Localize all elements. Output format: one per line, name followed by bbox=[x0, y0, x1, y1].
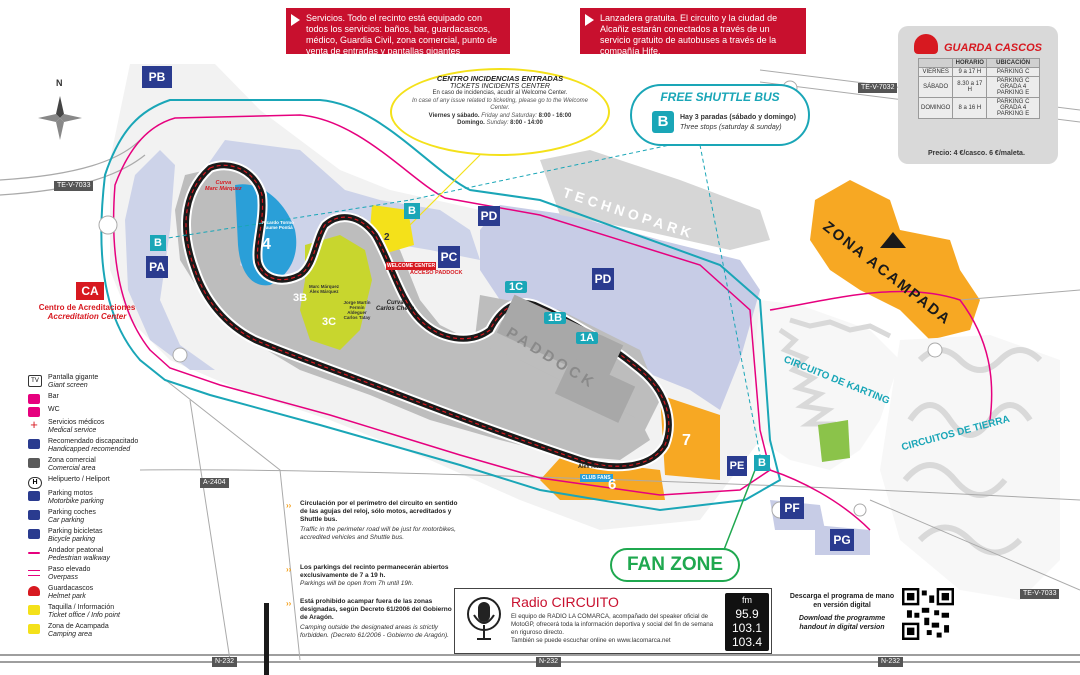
shuttle-free-note: Lanzadera gratuita. El circuito y la ciu… bbox=[580, 8, 806, 56]
moto-icon bbox=[28, 491, 40, 501]
services-note: Servicios. Todo el recinto está equipado… bbox=[286, 8, 510, 56]
radio-title: Radio CIRCUITO bbox=[511, 594, 619, 610]
radio-online: También se puede escuchar online en www.… bbox=[511, 637, 671, 644]
grada-4-names: Ricardo Tormo Jaume Pontiá bbox=[262, 220, 294, 230]
radio-description: El equipo de RADIO LA COMARCA, acompañad… bbox=[511, 613, 714, 636]
road-te-v-7033-east: TE-V-7033 bbox=[1020, 589, 1060, 599]
accreditation-center-badge: CA bbox=[76, 282, 104, 300]
grada-2: 2 bbox=[384, 232, 390, 243]
ticket-icon bbox=[28, 605, 40, 615]
parking-g: PG bbox=[830, 529, 854, 551]
heliport-icon: H bbox=[28, 477, 42, 489]
commercial-icon bbox=[28, 458, 40, 468]
shuttle-stop-north: B bbox=[404, 203, 420, 219]
camping-icon bbox=[28, 624, 40, 634]
bike-icon bbox=[28, 529, 40, 539]
radio-circuito-box: Radio CIRCUITO El equipo de RADIO LA COM… bbox=[454, 588, 772, 654]
parking-d-south: PD bbox=[592, 268, 614, 290]
grada-4: 4 bbox=[262, 236, 271, 253]
road-n-232-center: N-232 bbox=[536, 657, 562, 667]
helmet-icon bbox=[914, 34, 938, 54]
parking-d-north: PD bbox=[478, 206, 500, 226]
road-n-232-west: N-232 bbox=[212, 657, 238, 667]
parking-b: PB bbox=[142, 66, 172, 88]
program-download: Descarga el programa de mano en versión … bbox=[789, 593, 895, 631]
wc-icon bbox=[28, 407, 40, 417]
alex-rins-label: Álex Rins bbox=[578, 464, 604, 470]
chevron-right-icon: ›› bbox=[286, 599, 292, 608]
marquez-curve-label: Curva Marc Márquez bbox=[205, 180, 242, 192]
grada-3b-names: Marc Márquez Álex Márquez bbox=[308, 284, 339, 294]
giant-screen-icon: TV bbox=[28, 375, 42, 387]
free-shuttle-bus-box: FREE SHUTTLE BUS B Hay 3 paradas (sábado… bbox=[630, 84, 810, 146]
arrow-right-icon bbox=[585, 14, 594, 26]
accessible-icon bbox=[28, 439, 40, 449]
welcome-center-label: WELCOME CENTER bbox=[386, 262, 437, 270]
legend-item: Bar bbox=[28, 393, 178, 411]
bar-icon bbox=[28, 394, 40, 404]
parking-e: PE bbox=[727, 456, 747, 476]
helmet-park-title: GUARDA CASCOS bbox=[944, 42, 1042, 54]
road-te-v-7032: TE-V-7032 bbox=[858, 83, 898, 93]
grada-3c: 3C bbox=[322, 316, 337, 328]
overpass-icon bbox=[28, 570, 40, 576]
microphone-icon bbox=[467, 597, 501, 640]
grada-6: 6 bbox=[608, 476, 617, 493]
grada-3b: 3B bbox=[293, 292, 308, 304]
fm-frequencies: fm 95.9 103.1 103.4 bbox=[725, 593, 769, 651]
car-icon bbox=[28, 510, 40, 520]
shuttle-stop-icon: B bbox=[652, 111, 674, 133]
grada-3c-names: Jorge Martín Fermín Aldeguer Carlos Tata… bbox=[343, 300, 371, 320]
incidents-subtitle: TICKETS INCIDENTS CENTER bbox=[450, 83, 550, 90]
checa-curve-label: Curva Carlos Checa bbox=[376, 300, 415, 312]
shuttle-title: FREE SHUTTLE BUS bbox=[660, 90, 780, 104]
grada-1b: 1B bbox=[544, 312, 566, 324]
parking-c: PC bbox=[438, 246, 460, 268]
chevron-right-icon: ›› bbox=[286, 501, 292, 510]
helmet-icon bbox=[28, 586, 40, 596]
accreditation-center-label-es: Centro de Acreditaciones bbox=[38, 303, 136, 312]
road-a-2404: A-2404 bbox=[200, 478, 229, 488]
medical-icon: + bbox=[30, 417, 38, 432]
grada-1a: 1A bbox=[576, 332, 598, 344]
north-label: N bbox=[56, 78, 63, 88]
legend-item: WC bbox=[28, 406, 178, 424]
chevron-right-icon: ›› bbox=[286, 565, 292, 574]
tickets-incidents-center: CENTRO INCIDENCIAS ENTRADAS TICKETS INCI… bbox=[390, 68, 610, 156]
qr-code-icon[interactable] bbox=[902, 588, 954, 640]
helmet-park-box: GUARDA CASCOS HORARIO UBICACIÓN VIERNES … bbox=[898, 26, 1058, 164]
access-paddock-label: ACCESO PADDOCK bbox=[410, 270, 463, 276]
incidents-title: CENTRO INCIDENCIAS ENTRADAS bbox=[436, 74, 564, 83]
road-n-232-east: N-232 bbox=[878, 657, 904, 667]
helmet-park-table: HORARIO UBICACIÓN VIERNES 9 a 17 H PARKI… bbox=[917, 58, 1040, 119]
road-te-v-7033-west: TE-V-7033 bbox=[54, 181, 94, 191]
parking-f: PF bbox=[780, 497, 804, 519]
shuttle-stop-east: B bbox=[754, 455, 770, 471]
walkway-icon bbox=[28, 552, 40, 554]
arrow-right-icon bbox=[291, 14, 300, 26]
grada-1c: 1C bbox=[505, 281, 527, 293]
fan-zone-label: FAN ZONE bbox=[610, 548, 740, 582]
shuttle-stop-west: B bbox=[150, 235, 166, 251]
club-fans-badge: CLUB FANS bbox=[580, 474, 613, 482]
helmet-price: Precio: 4 €/casco. 6 €/maleta. bbox=[928, 150, 1025, 157]
parking-a: PA bbox=[146, 256, 168, 278]
grada-7: 7 bbox=[682, 432, 691, 449]
accreditation-center-label-en: Accreditation Center bbox=[47, 312, 127, 321]
